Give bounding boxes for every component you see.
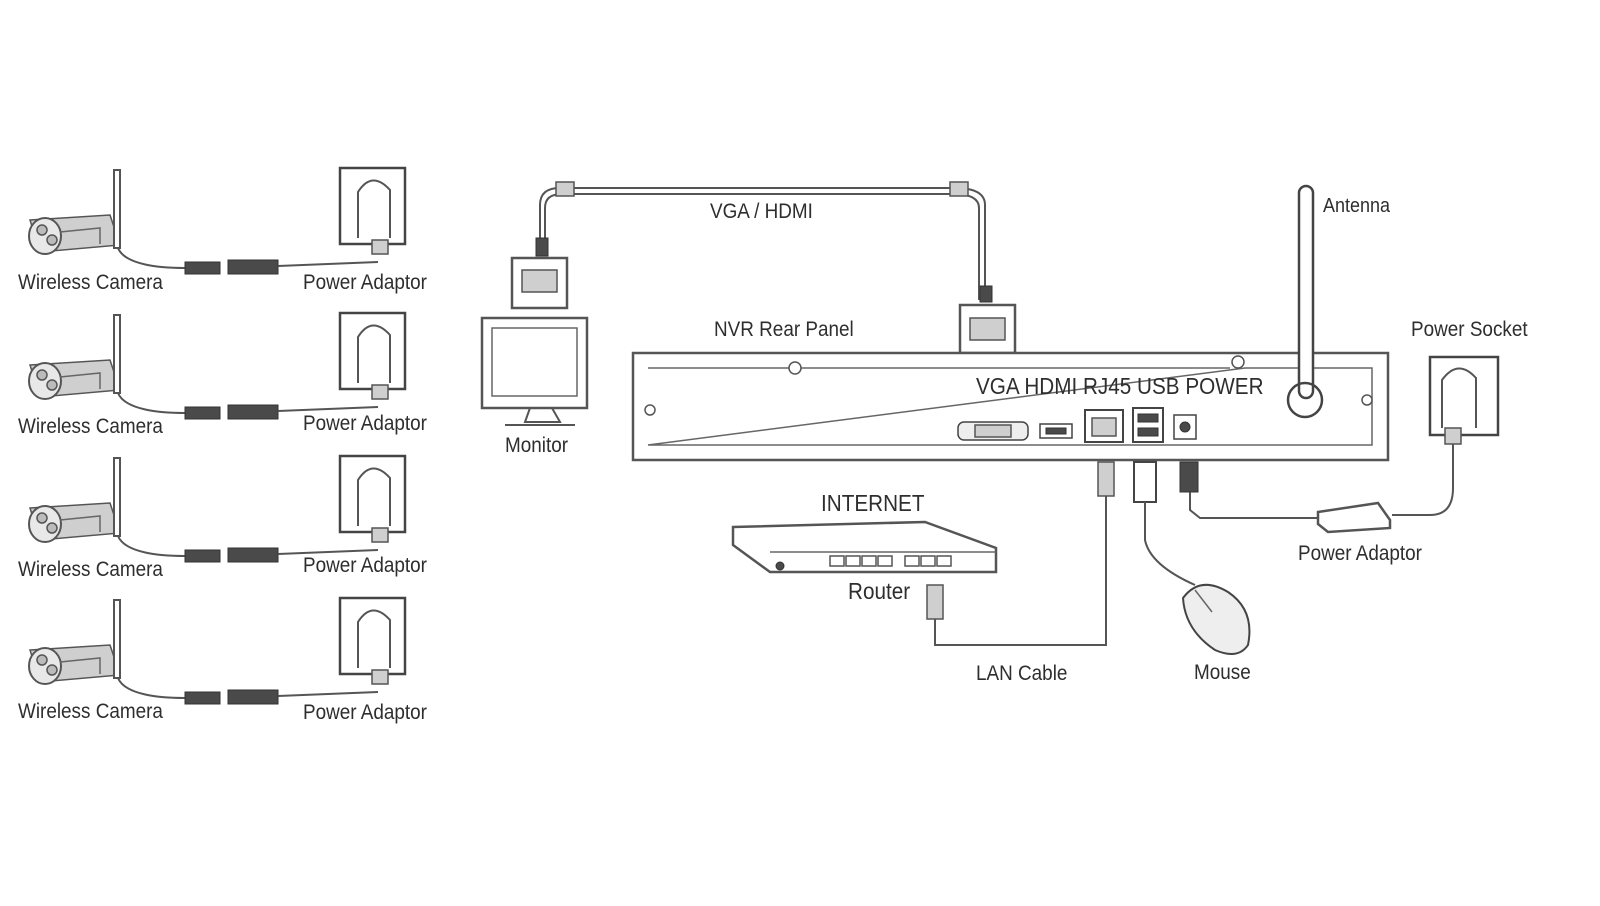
- camera-3-label: Wireless Camera: [18, 558, 163, 581]
- antenna-drawing: [1286, 184, 1324, 419]
- camera-4-label: Wireless Camera: [18, 700, 163, 723]
- monitor-label: Monitor: [505, 434, 569, 457]
- nvr-ports-label: VGA HDMI RJ45 USB POWER: [976, 373, 1264, 399]
- nvr-rear-panel-label: NVR Rear Panel: [714, 318, 854, 341]
- power-socket-label: Power Socket: [1411, 318, 1528, 341]
- camera-4-adaptor-label: Power Adaptor: [303, 701, 427, 724]
- power-socket-drawing: [1392, 355, 1500, 516]
- mouse-label: Mouse: [1194, 661, 1251, 684]
- camera-2-adaptor-label: Power Adaptor: [303, 412, 427, 435]
- router-label: Router: [848, 578, 911, 604]
- internet-label: INTERNET: [821, 490, 925, 516]
- camera-row-3-drawing: [27, 454, 407, 564]
- router-drawing: [731, 520, 998, 574]
- camera-row-1-drawing: [27, 166, 407, 276]
- camera-1-label: Wireless Camera: [18, 271, 163, 294]
- camera-1-adaptor-label: Power Adaptor: [303, 271, 427, 294]
- lan-cable-drawing: [926, 461, 1115, 646]
- vga-hdmi-cable-drawing: [535, 181, 993, 303]
- camera-3-adaptor-label: Power Adaptor: [303, 554, 427, 577]
- monitor-drawing: [480, 316, 589, 426]
- camera-2-label: Wireless Camera: [18, 415, 163, 438]
- antenna-label: Antenna: [1323, 195, 1391, 217]
- nvr-power-adaptor-label: Power Adaptor: [1298, 542, 1422, 565]
- nvr-rear-panel-drawing: [631, 351, 1390, 462]
- nvr-power-adaptor-drawing: [1179, 461, 1392, 534]
- nvr-vga-plug-drawing: [958, 303, 1017, 355]
- lan-cable-label: LAN Cable: [976, 662, 1068, 685]
- camera-row-4-drawing: [27, 596, 407, 706]
- vga-hdmi-cable-label: VGA / HDMI: [710, 200, 813, 223]
- mouse-drawing: [1133, 461, 1251, 655]
- monitor-vga-plug-drawing: [510, 256, 569, 310]
- camera-row-2-drawing: [27, 311, 407, 421]
